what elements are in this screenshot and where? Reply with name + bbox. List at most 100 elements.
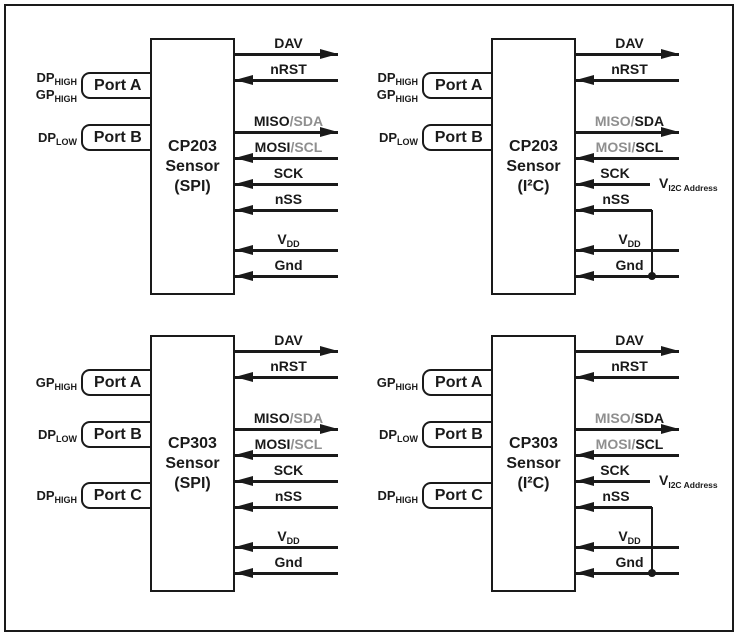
signal-label-part: V xyxy=(618,231,628,247)
signal-line-miso-sda xyxy=(576,427,679,431)
port-tag-base: DP xyxy=(36,487,55,503)
arrow-left-icon xyxy=(576,541,594,552)
signal-label-part: DAV xyxy=(615,35,644,51)
port-box-port-a: Port A xyxy=(81,369,153,396)
signal-label-part: SCL xyxy=(635,139,664,155)
signal-label: SCK xyxy=(600,165,630,181)
signal-label-part: DAV xyxy=(274,332,303,348)
arrow-left-icon xyxy=(235,152,253,163)
arrow-left-icon xyxy=(235,541,253,552)
signal-line-nrst xyxy=(235,78,338,82)
port-tag-base: DP xyxy=(377,69,396,85)
port-box-port-a: Port A xyxy=(81,72,153,99)
arrow-left-icon xyxy=(235,475,253,486)
signal-label: Gnd xyxy=(275,554,303,570)
signal-label-part: V xyxy=(277,528,287,544)
port-tag-sub: HIGH xyxy=(395,494,419,505)
chip-type-label: Sensor xyxy=(165,454,219,474)
signal-label-part: V xyxy=(618,528,628,544)
port-tag-sub: HIGH xyxy=(54,94,78,104)
signal-label-part: MOSI/ xyxy=(595,436,636,452)
port-tag-base: GP xyxy=(35,374,55,390)
signal-label-part: nRST xyxy=(611,61,648,77)
chip-model-label: CP203 xyxy=(165,137,219,157)
nss-gnd-tie-line xyxy=(650,507,654,573)
signal-label-part: Gnd xyxy=(615,257,644,273)
arrow-left-icon xyxy=(235,501,253,512)
chip-interface-label: (I²C) xyxy=(506,474,560,494)
signal-label-part: V xyxy=(277,231,287,247)
signal-line-mosi-scl xyxy=(235,156,338,160)
port-box-port-a: Port A xyxy=(422,72,494,99)
port-label: Port A xyxy=(435,76,483,94)
signal-label-part: MISO xyxy=(253,410,290,426)
port-tag-sub: HIGH xyxy=(54,381,78,392)
port-tag-sub: HIGH xyxy=(395,381,419,392)
arrow-left-icon xyxy=(576,152,594,163)
port-tag-sub: LOW xyxy=(397,433,418,444)
port-tag-base: DP xyxy=(37,129,56,145)
chip-type-text: Sensor xyxy=(165,454,220,472)
port-tag: DPLOW xyxy=(0,427,77,447)
arrow-left-icon xyxy=(576,501,594,512)
signal-label-part: SCK xyxy=(600,462,630,478)
i2c-address-label: VI2C Address xyxy=(659,472,718,490)
signal-line-nss xyxy=(235,208,338,212)
arrow-right-icon xyxy=(320,345,338,356)
arrow-left-icon xyxy=(576,371,594,382)
signal-label-part: nSS xyxy=(602,488,630,504)
port-tag-sub: LOW xyxy=(56,433,77,444)
chip-type-label: Sensor xyxy=(506,454,560,474)
signal-line-gnd xyxy=(576,274,679,278)
chip-type-text: Sensor xyxy=(506,157,561,175)
signal-line-gnd xyxy=(235,274,338,278)
signal-label-part: nRST xyxy=(270,358,307,374)
junction-dot xyxy=(648,272,656,280)
signal-label: MISO/SDA xyxy=(254,410,323,426)
port-tag: DPHIGH xyxy=(0,70,77,90)
arrow-right-icon xyxy=(320,423,338,434)
signal-label: MISO/SDA xyxy=(595,410,664,426)
chip-interface-text: (SPI) xyxy=(174,177,211,195)
arrow-left-icon xyxy=(576,475,594,486)
signal-label: VDD xyxy=(277,528,299,549)
arrow-left-icon xyxy=(576,74,594,85)
signal-label-part: SDA xyxy=(634,113,665,129)
signal-label: MOSI/SCL xyxy=(596,139,664,155)
signal-label-part: /SCL xyxy=(290,139,323,155)
port-label: Port A xyxy=(435,373,483,391)
signal-line-miso-sda xyxy=(235,130,338,134)
chip-interface-label: (SPI) xyxy=(165,474,219,494)
signal-label: MISO/SDA xyxy=(595,113,664,129)
signal-line-dav xyxy=(235,52,338,56)
port-box-port-c: Port C xyxy=(422,482,494,509)
signal-label: nRST xyxy=(270,358,307,374)
chip-interface-text: (I²C) xyxy=(517,177,550,195)
signal-label: MISO/SDA xyxy=(254,113,323,129)
chip-model-label: CP203 xyxy=(506,137,560,157)
port-tag: DPHIGH xyxy=(0,488,77,508)
signal-label-part: MOSI/ xyxy=(595,139,636,155)
arrow-left-icon xyxy=(235,567,253,578)
port-tag-sub: HIGH xyxy=(54,76,78,87)
signal-line-mosi-scl xyxy=(576,156,679,160)
port-tag: DPHIGH xyxy=(341,70,418,90)
port-label: Port A xyxy=(94,76,142,94)
port-tag-sub: LOW xyxy=(56,136,77,147)
port-tag-base: DP xyxy=(378,129,397,145)
port-label: Port B xyxy=(434,128,483,146)
signal-label: SCK xyxy=(274,462,304,478)
signal-label-part: SCK xyxy=(273,165,304,181)
arrow-left-icon xyxy=(576,449,594,460)
signal-label-part: nRST xyxy=(611,358,648,374)
arrow-left-icon xyxy=(576,270,594,281)
arrow-left-icon xyxy=(235,178,253,189)
signal-label: Gnd xyxy=(616,257,644,273)
signal-label-part: nSS xyxy=(274,191,303,207)
port-box-port-b: Port B xyxy=(81,124,153,151)
port-label: Port A xyxy=(94,373,142,391)
